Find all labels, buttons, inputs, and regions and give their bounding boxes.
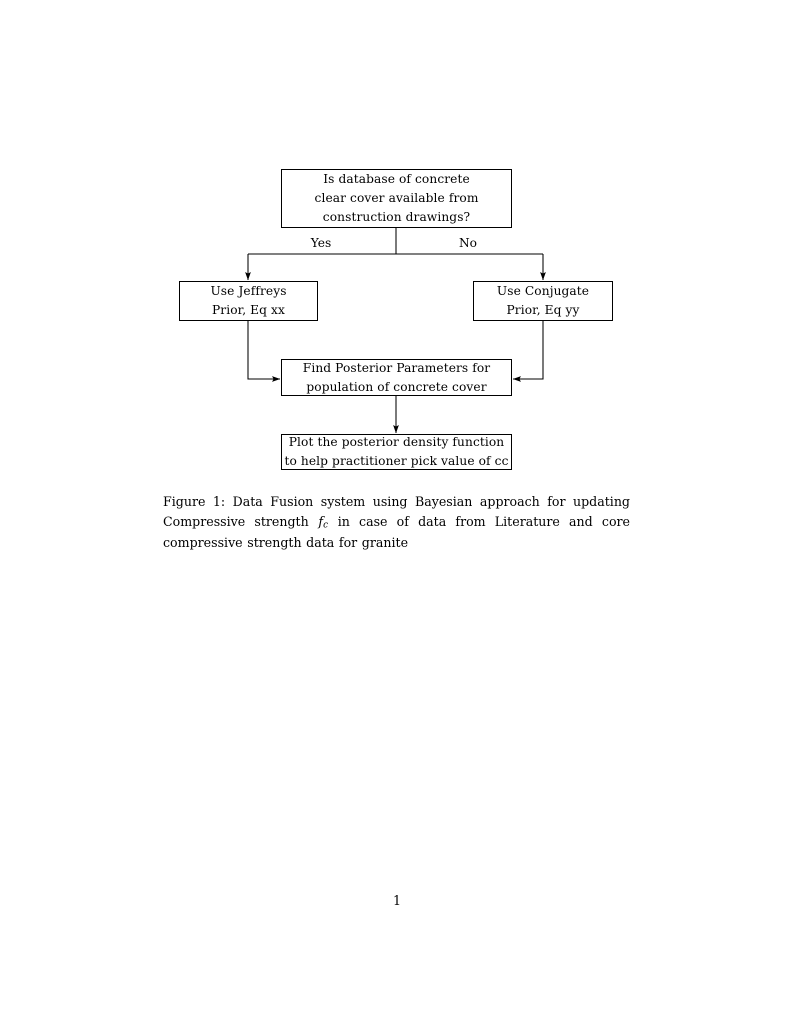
edge-label-yes: Yes	[310, 236, 332, 250]
plot-density-node-line-2: to help practitioner pick value of cc	[284, 454, 509, 468]
figure-caption-text-after: in case of data from Literature and core…	[163, 513, 631, 550]
edge-jeffreys-to-posterior	[247, 321, 281, 382]
jeffreys-prior-node: Use Jeffreys Prior, Eq xx	[179, 281, 318, 321]
decision-node: Is database of concrete clear cover avai…	[281, 169, 512, 228]
conjugate-prior-node-line-2: Prior, Eq yy	[506, 303, 580, 317]
edge-conjugate-to-posterior	[512, 321, 544, 382]
flowchart-figure: Is database of concrete clear cover avai…	[0, 0, 794, 490]
math-symbol-f: f	[318, 513, 324, 529]
figure-caption-label: Figure 1:	[163, 494, 226, 509]
conjugate-prior-node-line-1: Use Conjugate	[496, 284, 590, 299]
decision-node-line-1: Is database of concrete	[323, 172, 470, 187]
figure-caption-text-before: Data Fusion system using Bayesian approa…	[163, 494, 630, 529]
figure-caption: Figure 1: Data Fusion system using Bayes…	[163, 492, 630, 552]
page-number: 1	[392, 893, 401, 908]
find-posterior-node-line-2: population of concrete cover	[306, 379, 487, 394]
plot-density-node: Plot the posterior density function to h…	[281, 434, 512, 470]
decision-node-line-3: construction drawings?	[322, 209, 471, 224]
conjugate-prior-node: Use Conjugate Prior, Eq yy	[473, 281, 613, 321]
figure-caption-math-symbol: fc	[318, 513, 329, 531]
jeffreys-prior-node-line-2: Prior, Eq xx	[211, 303, 285, 317]
jeffreys-prior-node-line-1: Use Jeffreys	[210, 284, 287, 299]
plot-density-node-line-1: Plot the posterior density function	[288, 435, 505, 450]
decision-node-line-2: clear cover available from	[314, 191, 479, 206]
flowchart-connectors	[245, 228, 546, 434]
math-subscript-c: c	[323, 520, 329, 531]
find-posterior-node: Find Posterior Parameters for population…	[281, 359, 512, 396]
edge-label-no: No	[458, 236, 478, 250]
find-posterior-node-line-1: Find Posterior Parameters for	[302, 360, 491, 375]
